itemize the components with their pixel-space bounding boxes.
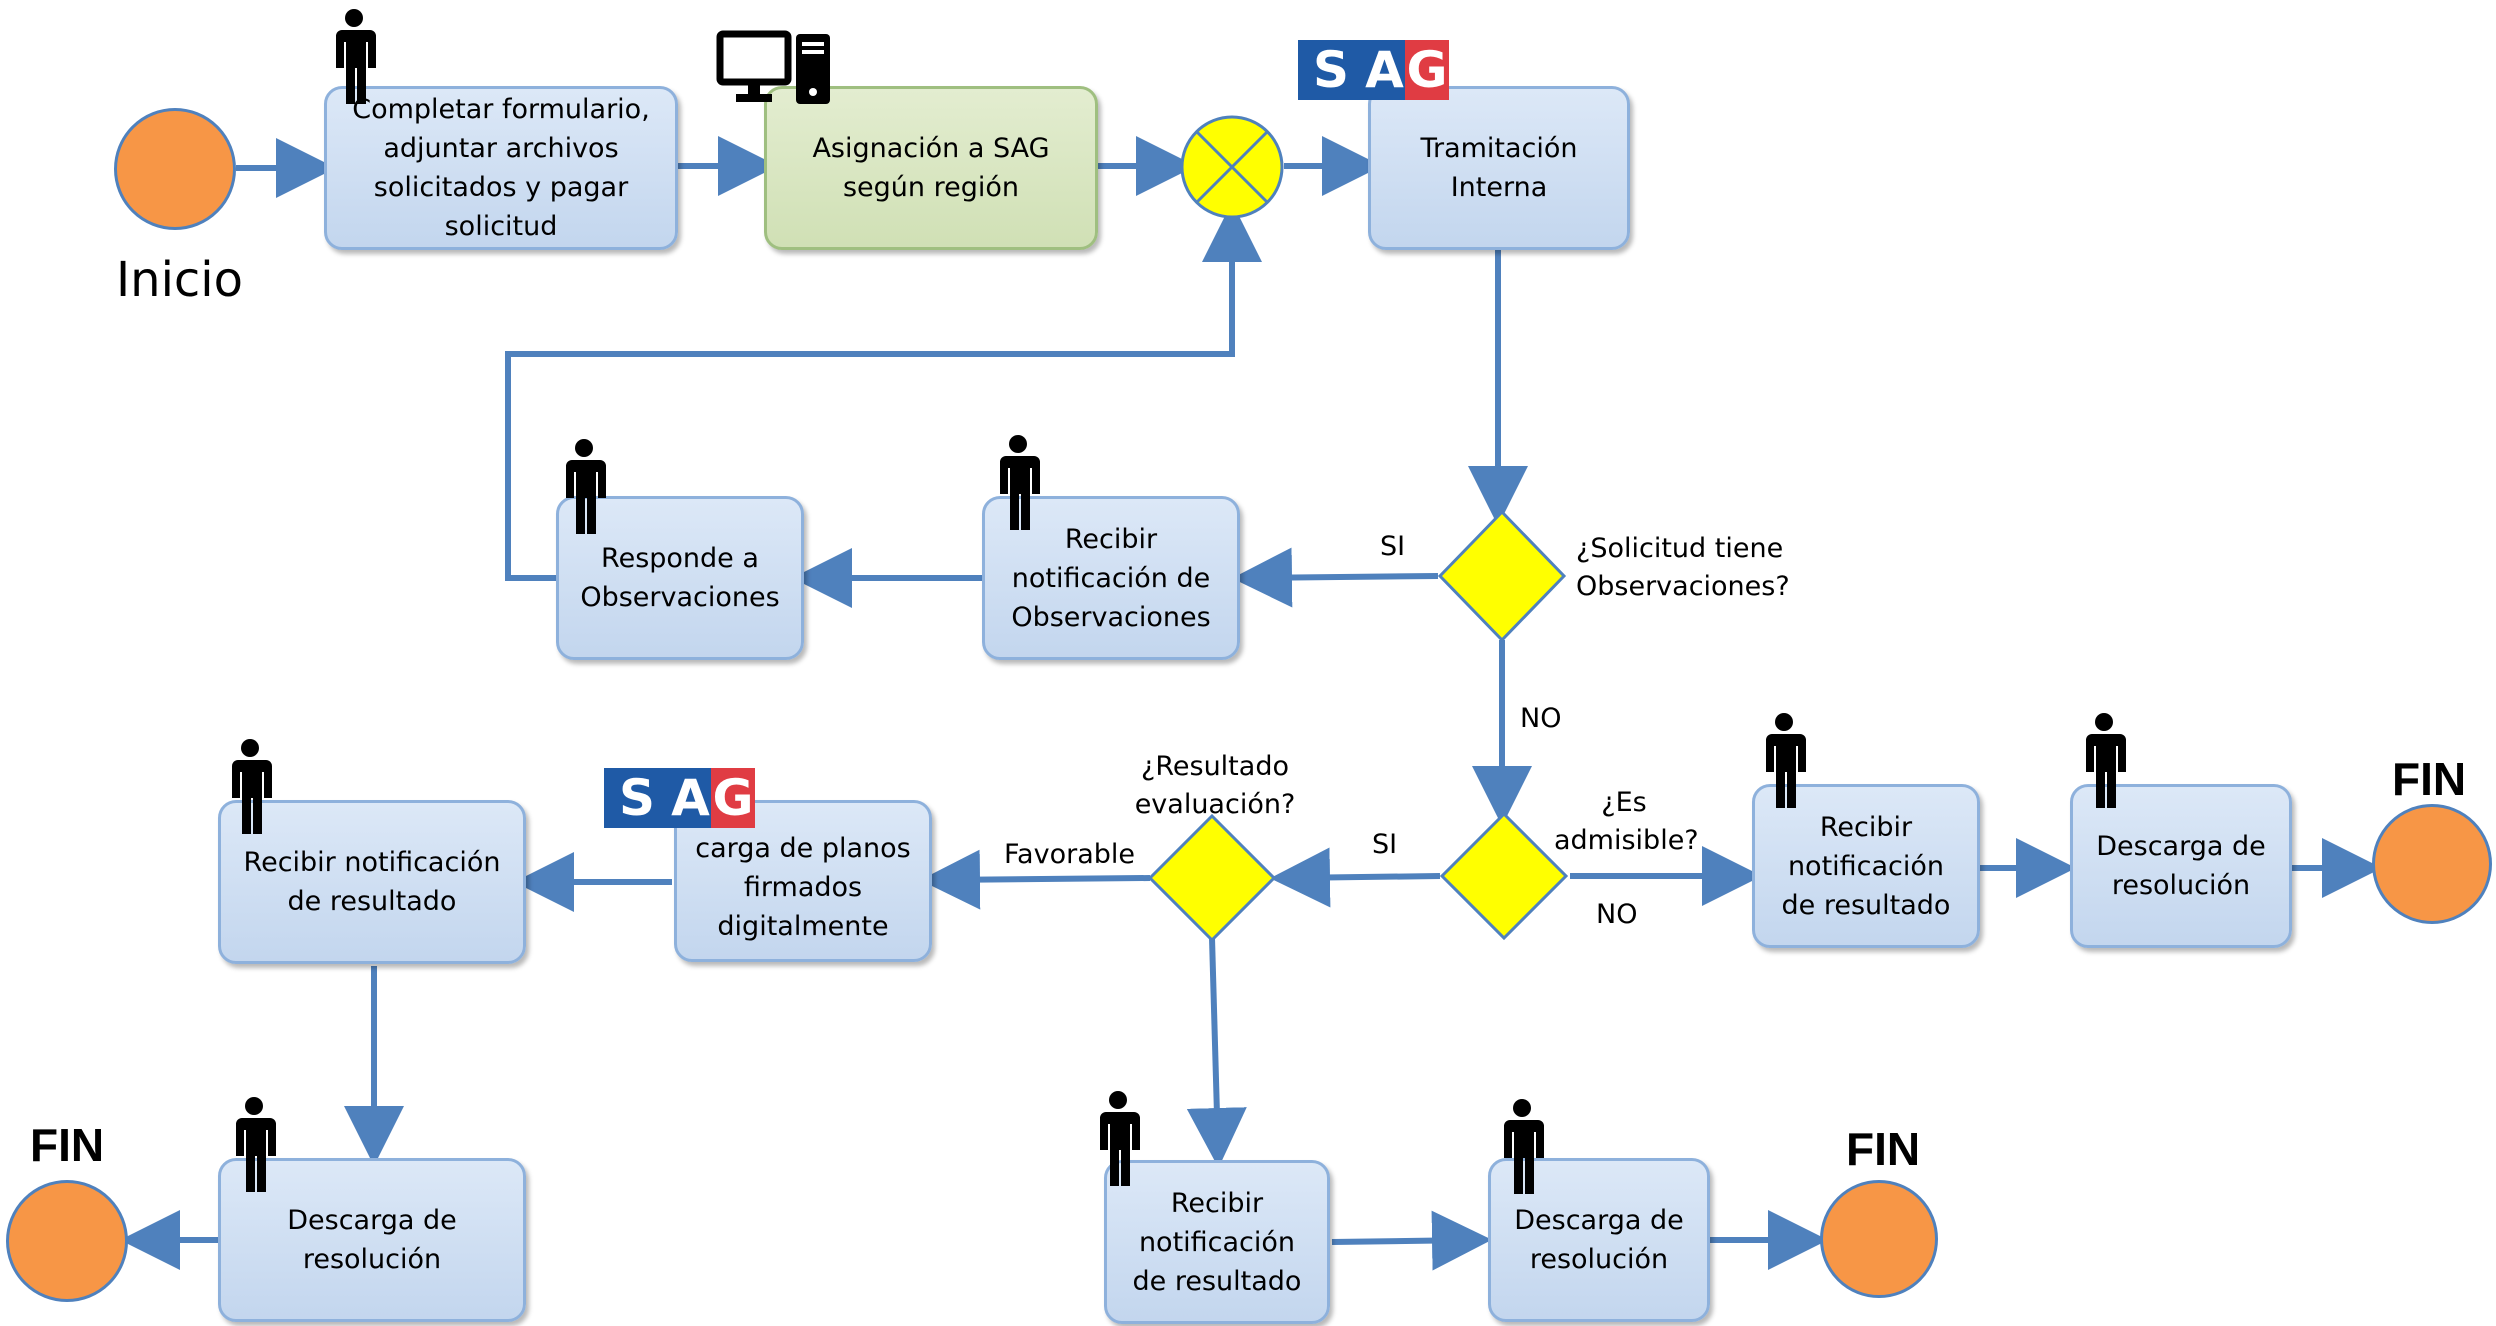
task-responde-observaciones: Responde a Observaciones — [556, 496, 804, 660]
task-carga-planos: carga de planos firmados digitalmente — [674, 800, 932, 962]
edge-label-obs-si: SI — [1380, 531, 1406, 562]
task-asignacion-sag: Asignación a SAG según región — [764, 86, 1098, 250]
edge-obs-si — [1232, 547, 1439, 608]
end-label-bottom: FIN — [1846, 1123, 1921, 1175]
gateway-observaciones — [1437, 509, 1567, 643]
sag-logo-letter: G — [711, 768, 755, 828]
edge-admisible-si — [1270, 847, 1441, 908]
person-icon — [232, 739, 272, 834]
gateway-admisible — [1439, 811, 1569, 941]
person-icon — [236, 1097, 276, 1192]
person-icon — [336, 9, 376, 104]
end-event-left — [6, 1180, 128, 1302]
sag-logo-letter: S — [1298, 40, 1364, 100]
edge-label-favorable: Favorable — [1004, 839, 1135, 870]
sag-logo-letter: A — [1364, 40, 1405, 100]
person-icon — [1504, 1099, 1544, 1194]
person-icon — [1100, 1091, 1140, 1186]
task-descarga-right: Descarga de resolución — [2070, 784, 2292, 948]
start-event — [114, 108, 236, 230]
edge-recibir-descarga-bottom — [1331, 1210, 1492, 1271]
edge-responde-join — [505, 202, 1262, 581]
task-tramitacion-interna: Tramitación Interna — [1368, 86, 1630, 250]
join-gateway — [1180, 115, 1284, 219]
person-icon — [1000, 435, 1040, 530]
person-icon — [2086, 713, 2126, 808]
task-recibir-resultado-right: Recibir notificación de resultado — [1752, 784, 1980, 948]
person-icon — [1766, 713, 1806, 808]
task-completar-formulario: Completar formulario, adjuntar archivos … — [324, 86, 678, 250]
sag-logo-letter: S — [604, 768, 670, 828]
end-event-bottom — [1820, 1180, 1938, 1298]
edge-resultado-favorable — [920, 849, 1151, 910]
task-descarga-left: Descarga de resolución — [218, 1158, 526, 1322]
computer-icon — [716, 30, 830, 104]
edge-label-obs-no: NO — [1520, 703, 1562, 734]
edge-label-admisible-no: NO — [1596, 899, 1638, 930]
task-recibir-resultado-bottom: Recibir notificación de resultado — [1104, 1160, 1330, 1324]
end-label-left: FIN — [30, 1119, 105, 1171]
sag-logo-letter: G — [1405, 40, 1449, 100]
edge-label-admisible-si: SI — [1372, 829, 1398, 860]
gateway-resultado-label: ¿Resultado evaluación? — [1134, 751, 1296, 820]
edge-resultado-recibir-bottom — [1186, 937, 1247, 1168]
end-event-right — [2372, 804, 2492, 924]
gateway-observaciones-label: ¿Solicitud tiene Observaciones? — [1576, 533, 1790, 602]
end-label-right: FIN — [2392, 753, 2467, 805]
task-recibir-resultado-left: Recibir notificación de resultado — [218, 800, 526, 964]
gateway-admisible-label: ¿Es admisible? — [1554, 787, 1699, 856]
sag-logo-letter: A — [670, 768, 711, 828]
gateway-resultado — [1147, 813, 1277, 943]
person-icon — [566, 439, 606, 534]
start-label: Inicio — [116, 252, 244, 308]
